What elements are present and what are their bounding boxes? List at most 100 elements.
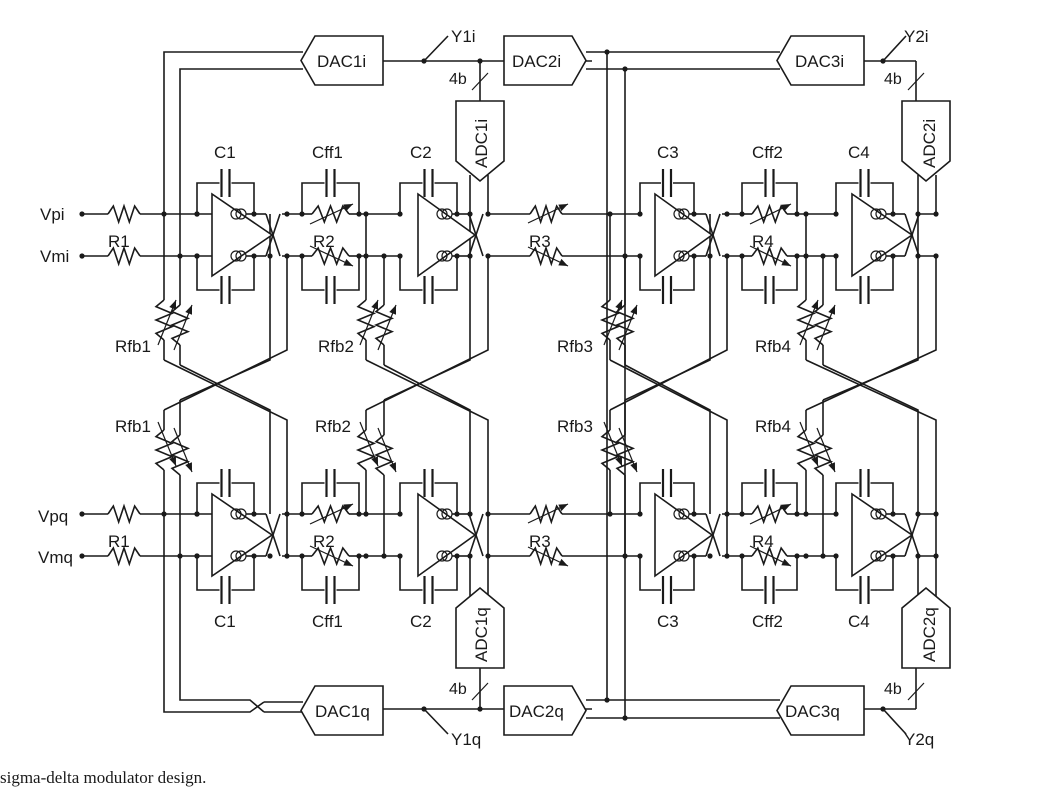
junction-dot [251,211,257,217]
cap-label-c2-q: C2 [410,612,432,631]
cap-label-c1-q: C1 [214,612,236,631]
output-stage-icon [673,208,685,220]
junction-dot [267,553,273,559]
dac2q-label: DAC2q [509,702,564,721]
rfb-label-rfb3-i: Rfb3 [557,337,593,356]
output-stage-icon [436,550,448,562]
output-stage-icon [235,550,247,562]
variable-resistor-arrow-head [558,504,568,512]
rfb-label-rfb2-i: Rfb2 [318,337,354,356]
resistor-r3-q-plus-icon [529,503,563,525]
junction-dot [607,211,613,217]
output-stage-icon [678,208,690,220]
resistor-r3-q-minus-icon [529,545,563,567]
junction-dot [622,553,628,559]
junction-dot [933,253,939,259]
resistor-r4-q-plus-icon [751,503,788,525]
y2q-junction [880,706,886,712]
output-stage-icon [230,250,242,262]
junction-dot [363,511,369,517]
variable-resistor-arrow-head [615,456,622,466]
opamp-1-i-icon [211,192,274,278]
output-stage-icon [870,508,882,520]
output-stage-icon [673,250,685,262]
junction-dot [467,553,473,559]
junction-dot [890,211,896,217]
variable-resistor-arrow-head [781,204,791,212]
y2i-junction [880,58,886,64]
rfb-label-rfb1-q: Rfb1 [115,417,151,436]
junction-dot [622,66,628,72]
junction-dot [739,211,745,217]
junction-dot [161,511,167,517]
junction-dot [356,553,362,559]
y2i-tap [882,35,907,62]
junction-dot [454,253,460,259]
junction-dot [890,511,896,517]
rfb-label-rfb3-q: Rfb3 [557,417,593,436]
input-terminal-i-minus [79,253,85,259]
junction-dot [299,511,305,517]
cap-label-cff2-q: Cff2 [752,612,783,631]
adc2q-block [901,586,951,669]
variable-resistor-arrow-head [343,258,353,266]
junction-dot [803,253,809,259]
resistor-r1-q-plus-icon [107,503,141,525]
resistor-r1-i-minus-icon [107,245,141,267]
rfb4-i-b-icon [812,304,834,346]
rfb2-i-a-icon [355,299,377,341]
output-label-y2q: Y2q [904,730,934,749]
wiring [82,35,937,735]
variable-resistor-arrow-head [371,300,378,310]
rfb1-i-b-icon [169,304,191,346]
junction-dot [251,511,257,517]
rfb1-q-a-icon [153,429,175,471]
variable-resistor-arrow-head [781,258,791,266]
variable-resistor-arrow-head [781,558,791,566]
output-stage-icon [441,208,453,220]
dac2q-block [503,685,587,736]
variable-resistor-arrow-head [781,504,791,512]
dac1q-block [300,685,384,736]
rfb-label-rfb4-q: Rfb4 [755,417,791,436]
variable-resistor-arrow-head [343,504,353,512]
junction-dot [604,697,610,703]
dac1i-feedback-wire [163,51,303,214]
junction-dot [194,553,200,559]
junction-dot [251,253,257,259]
rfb1-q-b-icon [169,434,191,476]
variable-resistor-arrow-head [828,462,835,472]
y1q-junction [421,706,427,712]
opamp-1-q-icon [211,492,274,578]
junction-dot [915,553,921,559]
output-stage-icon [441,550,453,562]
junction-dot [833,553,839,559]
junction-dot [397,253,403,259]
junction-dot [381,253,387,259]
junction-dot [637,253,643,259]
output-stage-icon [230,208,242,220]
output-stage-icon [678,250,690,262]
junction-dot [707,553,713,559]
bus-width-label-1q: 4b [449,681,467,698]
cap-label-cff1-q: Cff1 [312,612,343,631]
variable-resistor-arrow-head [169,456,176,466]
adc2i-label: ADC2i [920,119,939,168]
junction-dot [467,253,473,259]
junction-dot [485,553,491,559]
output-stage-icon [673,508,685,520]
adc1i-block [455,100,505,183]
junction-dot [724,511,730,517]
variable-resistor-arrow-head [811,456,818,466]
junction-dot [194,211,200,217]
output-stage-icon [678,508,690,520]
variable-resistor-arrow-head [630,462,637,472]
rfb-cross-wire [624,364,711,514]
rfb-label-rfb2-q: Rfb2 [315,417,351,436]
rfb2-q-a-icon [355,429,377,471]
resistor-r3-i-minus-icon [529,245,563,267]
rfb4-q-b-icon [812,434,834,476]
output-stage-icon [875,250,887,262]
junction-dot [820,553,826,559]
